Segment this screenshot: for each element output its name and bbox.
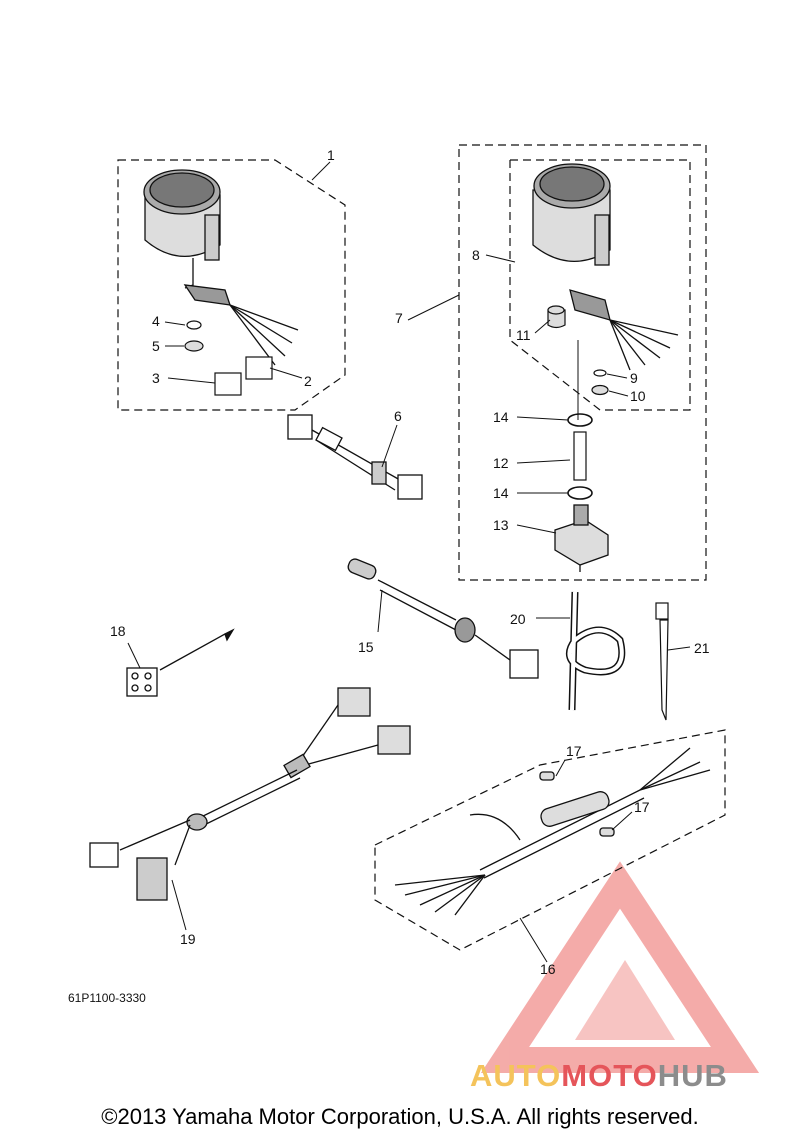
gauge-8-icon [532,163,679,371]
assembly-box-8 [509,159,691,411]
watermark-text: AUTOMOTOHUB [470,1058,728,1094]
callout-10: 10 [630,388,646,404]
callout-19: 19 [180,931,196,947]
cable-tie-21-icon [655,602,669,721]
tube-20-icon [565,591,626,711]
callout-5: 5 [152,338,160,354]
wire-harness-19-icon [89,687,411,901]
callout-18: 18 [110,623,126,639]
callout-6: 6 [394,408,402,424]
washer-9-icon [593,369,607,377]
callout-9: 9 [630,370,638,386]
watermark-logo-icon [480,861,760,1073]
callout-14b: 14 [493,485,509,501]
callout-16: 16 [540,961,556,977]
sensor-13-icon [554,504,609,572]
extension-lead-6-icon [287,414,423,500]
callout-20: 20 [510,611,526,627]
callout-4: 4 [152,313,160,329]
copyright-notice: ©2013 Yamaha Motor Corporation, U.S.A. A… [101,1104,699,1129]
part-number-code: 61P1100-3330 [68,991,146,1005]
callout-1: 1 [327,147,335,163]
callout-labels: 1 2 3 4 5 6 7 8 9 10 11 12 13 14 14 15 1… [110,147,710,977]
callout-15: 15 [358,639,374,655]
watermark-hub: HUB [657,1058,728,1093]
assembly-box-16 [374,729,726,951]
nut-5-icon [184,340,204,352]
gauge-1-icon [143,169,299,366]
nut-10-icon [591,384,609,396]
assembly-box-7 [458,144,707,581]
washer-4-icon [186,320,202,330]
callout-11: 11 [516,327,531,343]
watermark-moto: MOTO [561,1058,658,1093]
watermark-auto: AUTO [470,1058,562,1093]
callout-12: 12 [493,455,509,471]
assembly-box-1 [117,159,346,411]
callout-17b: 17 [634,799,650,815]
cap-11-icon [547,305,566,329]
hose-12-icon [573,431,587,481]
callout-8: 8 [472,247,480,263]
callout-7: 7 [395,310,403,326]
callout-2: 2 [304,373,312,389]
callout-17a: 17 [566,743,582,759]
wire-harness-16-icon [394,747,711,916]
connector-2-icon [245,356,273,380]
connector-3-icon [214,372,242,396]
callout-14a: 14 [493,409,509,425]
callout-13: 13 [493,517,509,533]
callout-3: 3 [152,370,160,386]
callout-21: 21 [694,640,710,656]
sensor-lead-15-icon [347,558,539,679]
connector-18-icon [126,628,235,697]
